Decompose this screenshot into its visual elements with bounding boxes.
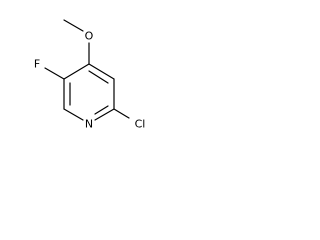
atom-label-chlorine: Cl (135, 118, 146, 131)
atom-label-nitrogen: N (85, 118, 93, 131)
ring-bond-n1-c2-outer (94, 108, 115, 121)
atom-label-oxygen: O (85, 30, 94, 43)
bond-o-methyl (63, 19, 84, 32)
ring-bond-c6-n1 (63, 108, 84, 121)
bond-c2-cl (113, 108, 130, 119)
ring-bond-n1-c2-inner (94, 105, 109, 115)
atom-label-fluorine: F (34, 58, 40, 71)
ring-bond-c3-c4-outer (88, 63, 115, 80)
ring-bond-c4-c5 (63, 63, 90, 80)
bond-c5-f (44, 67, 65, 80)
ring-bond-c3-c4-inner (88, 70, 109, 84)
chemical-structure: O F N Cl (34, 19, 146, 131)
